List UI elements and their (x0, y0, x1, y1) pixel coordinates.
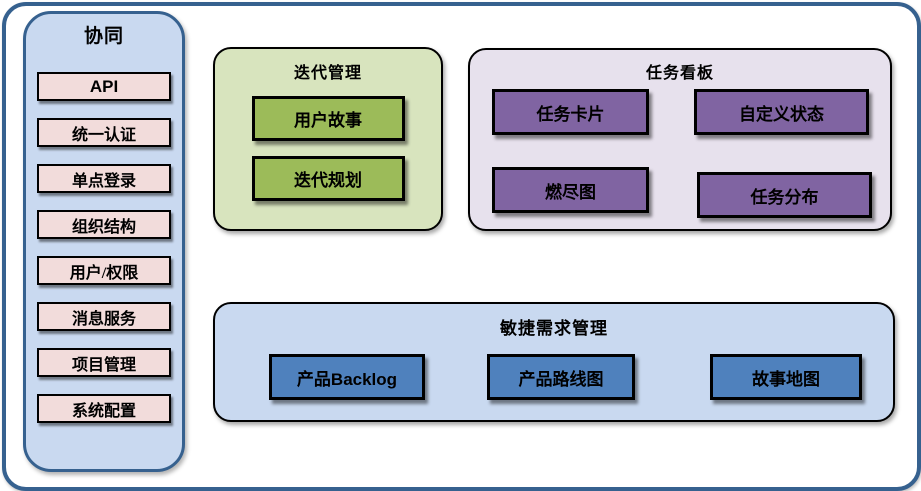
sidebar-item-system-config: 系统配置 (37, 394, 171, 423)
sidebar-title: 协同 (83, 26, 124, 47)
iteration-panel-title: 迭代管理 (293, 65, 362, 82)
agile-panel-title: 敏捷需求管理 (500, 319, 608, 338)
sidebar-item-user-permissions: 用户/权限 (37, 256, 171, 285)
task-card-box: 任务卡片 (492, 89, 649, 135)
custom-status-box: 自定义状态 (694, 89, 869, 135)
product-backlog-box: 产品Backlog (269, 354, 425, 400)
task-distribution-box: 任务分布 (697, 172, 872, 218)
burndown-chart-box: 燃尽图 (492, 167, 649, 213)
product-roadmap-box: 产品路线图 (487, 354, 635, 400)
taskboard-panel-title: 任务看板 (645, 65, 714, 82)
sidebar-item-project-management: 项目管理 (37, 348, 171, 377)
user-story-box: 用户故事 (251, 96, 405, 141)
sidebar-item-list: API 统一认证 单点登录 组织结构 用户/权限 消息服务 项目管理 系统配置 (37, 72, 171, 423)
collaboration-sidebar: 协同 API 统一认证 单点登录 组织结构 用户/权限 消息服务 项目管理 系统… (23, 11, 185, 472)
agile-requirements-panel: 敏捷需求管理 产品Backlog 产品路线图 故事地图 (213, 302, 895, 422)
sidebar-item-unified-auth: 统一认证 (37, 118, 171, 147)
sidebar-item-org-structure: 组织结构 (37, 210, 171, 239)
sidebar-item-api: API (37, 72, 171, 101)
iteration-management-panel: 迭代管理 用户故事 迭代规划 (213, 47, 443, 231)
sidebar-item-sso: 单点登录 (37, 164, 171, 193)
sidebar-item-message-service: 消息服务 (37, 302, 171, 331)
iteration-planning-box: 迭代规划 (251, 156, 405, 201)
task-board-panel: 任务看板 任务卡片 自定义状态 燃尽图 任务分布 (468, 48, 892, 231)
story-map-box: 故事地图 (710, 354, 862, 400)
